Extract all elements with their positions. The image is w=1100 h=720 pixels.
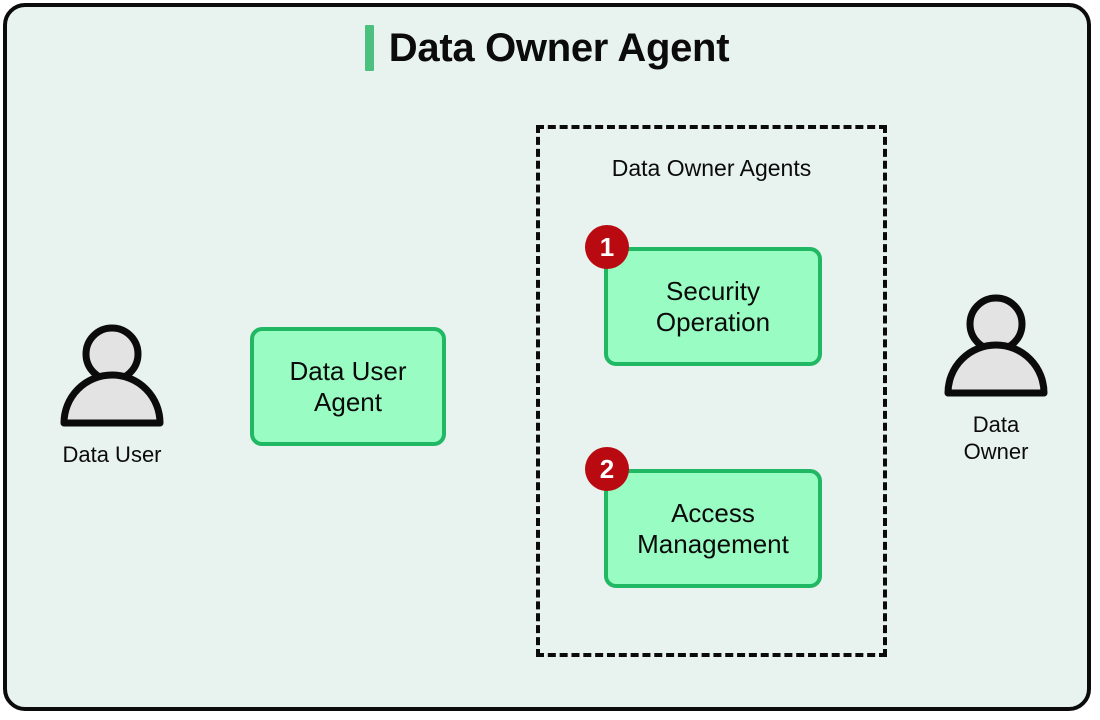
page-title-text: Data Owner Agent [388, 26, 730, 70]
actor-data-owner: Data Owner [916, 293, 1076, 466]
page-title: Data Owner Agent [7, 25, 1087, 71]
step-badge-1: 1 [585, 225, 629, 269]
person-icon [944, 294, 1048, 397]
node-label-access-management: Access Management [637, 498, 789, 559]
node-data-user-agent[interactable]: Data User Agent [250, 327, 446, 446]
group-data-owner-agents: Data Owner Agents [536, 125, 887, 657]
group-label-data-owner-agents: Data Owner Agents [611, 155, 812, 181]
actor-label-data-user: Data User [62, 442, 162, 467]
step-badge-2: 2 [585, 447, 629, 491]
node-access-management[interactable]: Access Management [604, 469, 822, 588]
person-icon [60, 324, 164, 427]
node-label-security-operation: Security Operation [655, 276, 771, 337]
actor-data-user: Data User [32, 323, 192, 469]
actor-label-data-owner: Data Owner [963, 412, 1029, 464]
node-security-operation[interactable]: Security Operation [604, 247, 822, 366]
diagram-canvas: Data Owner Agent Data User Data Owner Da… [3, 3, 1091, 711]
title-accent-bar [364, 25, 374, 71]
node-label-data-user-agent: Data User Agent [289, 356, 407, 417]
